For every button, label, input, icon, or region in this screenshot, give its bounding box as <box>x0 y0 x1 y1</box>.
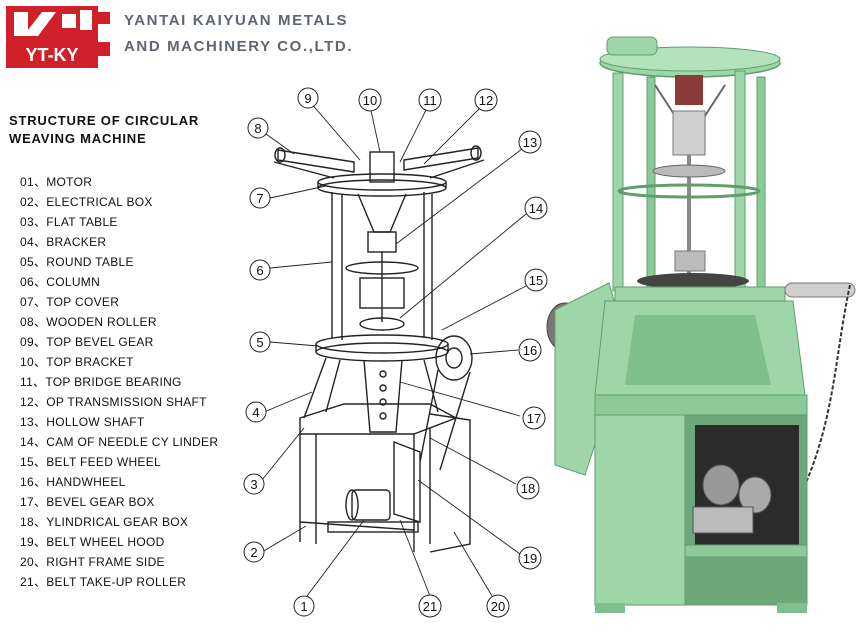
parts-list: 01、MOTOR 02、ELECTRICAL BOX 03、FLAT TABLE… <box>20 172 218 592</box>
callout-number: 12 <box>479 93 493 108</box>
list-item: 10、TOP BRACKET <box>20 355 134 369</box>
list-item: 11、TOP BRIDGE BEARING <box>20 375 182 389</box>
callout-21: 21 <box>418 594 442 618</box>
callout-number: 16 <box>523 343 537 358</box>
callout-number: 3 <box>250 477 257 492</box>
list-item: 08、WOODEN ROLLER <box>20 315 157 329</box>
list-item: 06、COLUMN <box>20 275 101 289</box>
list-item: 15、BELT FEED WHEEL <box>20 455 161 469</box>
callout-number: 15 <box>529 273 543 288</box>
list-item: 12、OP TRANSMISSION SHAFT <box>20 395 207 409</box>
callout-9: 9 <box>297 87 319 109</box>
callout-1: 1 <box>293 595 315 617</box>
list-item: 13、HOLLOW SHAFT <box>20 415 145 429</box>
callout-10: 10 <box>358 88 382 112</box>
callout-number: 4 <box>252 405 259 420</box>
callout-15: 15 <box>524 268 548 292</box>
title-line2: WEAVING MACHINE <box>9 131 147 146</box>
list-item: 01、MOTOR <box>20 175 93 189</box>
callout-12: 12 <box>474 88 498 112</box>
logo-text: YT-KY <box>25 45 78 65</box>
callout-number: 8 <box>254 121 261 136</box>
callout-19: 19 <box>518 546 542 570</box>
callout-7: 7 <box>249 187 271 209</box>
machine-line-drawing: 1 2 3 4 5 6 7 8 9 10 11 12 13 14 15 16 1… <box>243 87 548 618</box>
callout-number: 1 <box>300 599 307 614</box>
callout-number: 11 <box>423 93 437 108</box>
callout-8: 8 <box>247 117 269 139</box>
callout-3: 3 <box>243 473 265 495</box>
callout-number: 19 <box>523 551 537 566</box>
callout-18: 18 <box>516 476 540 500</box>
callout-number: 13 <box>523 135 537 150</box>
company-name-line1: YANTAI KAIYUAN METALS <box>124 12 349 29</box>
callout-17: 17 <box>522 406 546 430</box>
callout-4: 4 <box>245 401 267 423</box>
list-item: 09、TOP BEVEL GEAR <box>20 335 154 349</box>
callout-number: 21 <box>423 599 437 614</box>
callout-number: 2 <box>250 545 257 560</box>
callout-number: 14 <box>529 201 543 216</box>
list-item: 07、TOP COVER <box>20 295 120 309</box>
callout-number: 5 <box>256 335 263 350</box>
callout-number: 7 <box>256 191 263 206</box>
list-item: 19、BELT WHEEL HOOD <box>20 535 165 549</box>
list-item: 04、BRACKER <box>20 235 107 249</box>
machine-photo <box>546 36 856 613</box>
list-item: 02、ELECTRICAL BOX <box>20 195 153 209</box>
callout-number: 9 <box>304 91 311 106</box>
callout-13: 13 <box>518 130 542 154</box>
callout-14: 14 <box>524 196 548 220</box>
callout-16: 16 <box>518 338 542 362</box>
callout-number: 20 <box>491 599 505 614</box>
list-item: 21、BELT TAKE-UP ROLLER <box>20 575 187 589</box>
callout-number: 6 <box>256 263 263 278</box>
list-item: 03、FLAT TABLE <box>20 215 118 229</box>
list-item: 05、ROUND TABLE <box>20 255 134 269</box>
list-item: 16、HANDWHEEL <box>20 475 126 489</box>
callout-2: 2 <box>243 541 265 563</box>
company-logo: YT-KY <box>6 6 110 68</box>
callout-number: 17 <box>527 411 541 426</box>
list-item: 18、YLINDRICAL GEAR BOX <box>20 515 189 529</box>
company-name-line2: AND MACHINERY CO.,LTD. <box>124 38 354 55</box>
callout-6: 6 <box>249 259 271 281</box>
callout-number: 18 <box>521 481 535 496</box>
list-item: 17、BEVEL GEAR BOX <box>20 495 155 509</box>
callout-5: 5 <box>249 331 271 353</box>
title-line1: STRUCTURE OF CIRCULAR <box>9 113 200 128</box>
callout-11: 11 <box>418 88 442 112</box>
callout-number: 10 <box>363 93 377 108</box>
list-item: 20、RIGHT FRAME SIDE <box>20 555 165 569</box>
list-item: 14、CAM OF NEEDLE CY LINDER <box>20 435 219 449</box>
callout-20: 20 <box>486 594 510 618</box>
